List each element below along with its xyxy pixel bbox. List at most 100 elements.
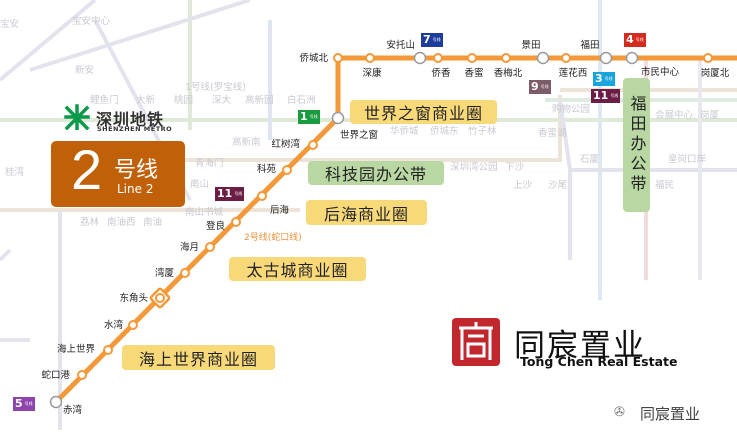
station-label[interactable]: 莲花西 bbox=[559, 67, 588, 79]
metro-brand-name: 深圳地铁 bbox=[96, 110, 165, 129]
background-station-label: 宝安中心 bbox=[72, 15, 111, 27]
company-name-cn: 同宸置业 bbox=[514, 328, 646, 364]
tong-chen-seal-logo bbox=[452, 318, 500, 366]
callout-sea-world: 海上世界商业圈 bbox=[122, 345, 275, 370]
station-marker[interactable] bbox=[180, 268, 190, 278]
station-label[interactable]: 科苑 bbox=[257, 163, 277, 175]
station-label[interactable]: 蛇口港 bbox=[41, 369, 70, 381]
badge-line-number: 9 bbox=[531, 80, 539, 93]
badge-line-suffix: 号线 bbox=[432, 37, 441, 42]
line-2-title-box: 2 号线 Line 2 bbox=[51, 138, 185, 207]
station-marker[interactable] bbox=[155, 293, 165, 303]
station-marker[interactable] bbox=[205, 242, 215, 252]
background-station-label: 南山 bbox=[190, 178, 209, 190]
callout-window-of-world: 世界之窗商业圈 bbox=[350, 100, 497, 124]
background-station-label: 鲤鱼门 bbox=[90, 94, 119, 106]
background-station-label: 大新 bbox=[136, 94, 156, 106]
badge-line-suffix: 号线 bbox=[309, 114, 318, 119]
background-line bbox=[29, 0, 251, 72]
badge-line-number: 5 bbox=[15, 397, 23, 410]
station-label[interactable]: 海月 bbox=[180, 241, 199, 253]
badge-line-number: 3 bbox=[595, 72, 603, 85]
interchange-station-marker[interactable] bbox=[413, 51, 427, 65]
badge-line-suffix: 号线 bbox=[540, 84, 549, 89]
station-marker[interactable] bbox=[561, 53, 571, 63]
badge-line-suffix: 号线 bbox=[604, 76, 613, 81]
station-label[interactable]: 景田 bbox=[521, 40, 540, 51]
station-marker[interactable] bbox=[231, 217, 241, 227]
interchange-station-marker[interactable] bbox=[625, 51, 639, 65]
badge-line-number: 1 bbox=[300, 110, 308, 123]
station-marker[interactable] bbox=[282, 165, 292, 175]
station-marker[interactable] bbox=[308, 140, 318, 150]
station-label[interactable]: 福田 bbox=[580, 39, 599, 51]
badge-line-number: 11 bbox=[593, 89, 609, 102]
station-label[interactable]: 东角头 bbox=[119, 292, 148, 304]
badge-line-suffix: 号线 bbox=[24, 401, 33, 406]
interchange-station-marker[interactable] bbox=[599, 51, 613, 65]
line-number: 2 bbox=[71, 138, 103, 201]
background-station-label: 华侨城 bbox=[390, 125, 419, 137]
interchange-station-marker[interactable] bbox=[331, 111, 345, 125]
line-name-cn: 号线 bbox=[114, 158, 159, 183]
line-name-en: Line 2 bbox=[117, 182, 154, 196]
background-station-label: 香蜜湖 bbox=[538, 127, 567, 139]
station-label[interactable]: 香梅北 bbox=[494, 67, 523, 79]
station-marker[interactable] bbox=[501, 53, 511, 63]
badge-line-number: 11 bbox=[217, 187, 233, 200]
station-label[interactable]: 深康 bbox=[362, 67, 382, 79]
interchange-station-marker[interactable] bbox=[49, 395, 63, 409]
background-station-label: 南油西 bbox=[107, 216, 136, 228]
background-station-label: 1号线(罗宝线) bbox=[185, 81, 246, 93]
station-marker[interactable] bbox=[365, 53, 375, 63]
station-marker[interactable] bbox=[128, 320, 138, 330]
metro-brand-name-en: SHENZHEN METRO bbox=[97, 125, 173, 133]
station-marker[interactable] bbox=[77, 370, 87, 380]
interchange-station-marker[interactable] bbox=[536, 51, 550, 65]
station-marker[interactable] bbox=[103, 345, 113, 355]
company-name-en: Tong Chen Real Estate bbox=[520, 354, 678, 369]
station-label[interactable]: 赤湾 bbox=[63, 404, 83, 416]
station-label[interactable]: 市民中心 bbox=[641, 66, 680, 78]
watermark-text: 同宸置业 bbox=[640, 405, 701, 423]
background-station-label: 桂湾 bbox=[5, 166, 25, 178]
background-station-label: 岗厦 bbox=[700, 110, 720, 121]
station-label[interactable]: 红树湾 bbox=[271, 138, 300, 150]
station-label[interactable]: 侨香 bbox=[431, 67, 451, 79]
background-line bbox=[60, 95, 562, 162]
station-marker[interactable] bbox=[433, 53, 443, 63]
background-station-label: 宝安 bbox=[0, 18, 19, 30]
station-marker[interactable] bbox=[703, 53, 713, 63]
badge-line-suffix: 号线 bbox=[610, 93, 619, 98]
station-label[interactable]: 登良 bbox=[206, 220, 226, 232]
background-station-label: 白石洲 bbox=[287, 94, 316, 106]
background-line bbox=[558, 99, 572, 260]
station-label[interactable]: 水湾 bbox=[104, 319, 124, 331]
callout-futian: 福田办公带 bbox=[623, 78, 650, 212]
station-label[interactable]: 安托山 bbox=[386, 39, 415, 51]
station-marker[interactable] bbox=[467, 53, 477, 63]
background-station-label: 皇岗口岸 bbox=[668, 153, 707, 165]
badge-line-suffix: 号线 bbox=[635, 37, 644, 42]
badge-line-number: 4 bbox=[626, 33, 634, 46]
background-station-label: 竹子林 bbox=[468, 125, 497, 137]
station-label[interactable]: 世界之窗 bbox=[340, 129, 378, 141]
station-label[interactable]: 侨城北 bbox=[299, 52, 328, 64]
background-station-label: 上沙 bbox=[513, 180, 533, 191]
badge-line-number: 7 bbox=[423, 33, 431, 46]
station-label[interactable]: 岗厦北 bbox=[701, 68, 730, 79]
station-label[interactable]: 海上世界 bbox=[57, 343, 96, 355]
station-marker[interactable] bbox=[257, 191, 267, 201]
station-label[interactable]: 湾厦 bbox=[155, 267, 175, 279]
station-marker[interactable] bbox=[333, 53, 343, 63]
badge-line-suffix: 号线 bbox=[234, 191, 243, 196]
station-label[interactable]: 后海 bbox=[270, 204, 290, 216]
station-label[interactable]: 香蜜 bbox=[464, 67, 483, 79]
background-station-label: 福民 bbox=[655, 179, 674, 191]
